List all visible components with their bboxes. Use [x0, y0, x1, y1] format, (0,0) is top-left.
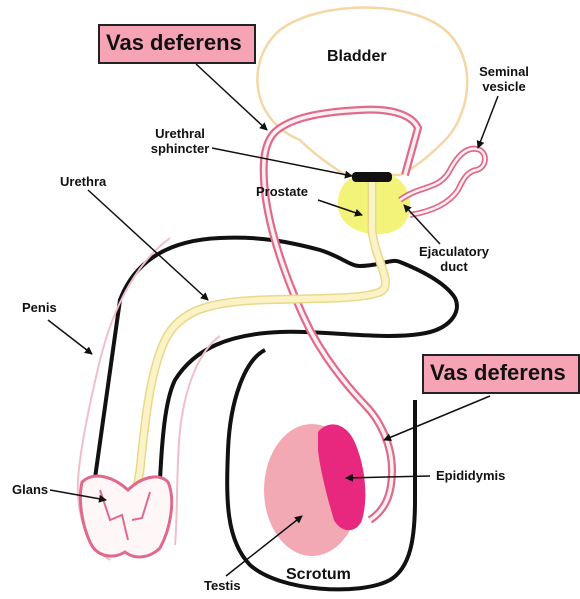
- ejaculatory-duct-label: Ejaculatory duct: [414, 244, 494, 274]
- urethra-label: Urethra: [60, 174, 106, 189]
- glans-label: Glans: [12, 482, 48, 497]
- arrow-seminal-vesicle: [478, 96, 498, 148]
- prostate-label: Prostate: [256, 184, 308, 199]
- arrow-vas-deferens-top: [196, 64, 267, 130]
- urethral-sphincter-shape: [352, 172, 392, 182]
- urethral-sphincter-label: Urethral sphincter: [142, 126, 218, 156]
- vas-deferens-right-label: Vas deferens: [422, 354, 580, 394]
- penis-outline: [95, 238, 457, 480]
- scrotum-label: Scrotum: [286, 566, 351, 584]
- epididymis-label: Epididymis: [436, 468, 505, 483]
- vas-deferens-top-label: Vas deferens: [98, 24, 256, 64]
- bladder-shape: [257, 8, 467, 176]
- arrow-penis: [48, 320, 92, 354]
- bladder-label: Bladder: [327, 48, 387, 66]
- testis-label: Testis: [204, 578, 241, 593]
- seminal-vesicle-label: Seminal vesicle: [468, 64, 540, 94]
- glans-shape: [80, 476, 171, 557]
- arrow-vas-deferens-right: [384, 396, 490, 440]
- penis-label: Penis: [22, 300, 57, 315]
- arrow-urethra: [88, 190, 208, 300]
